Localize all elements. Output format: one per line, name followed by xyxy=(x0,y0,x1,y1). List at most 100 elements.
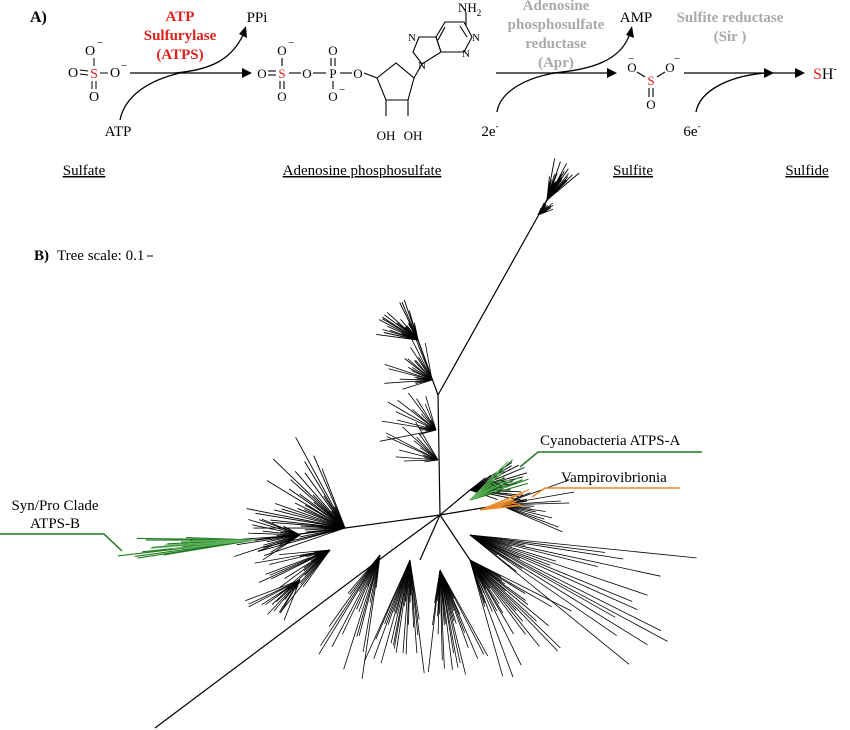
tree-colored-branches xyxy=(117,459,530,559)
atom-o: O xyxy=(277,43,286,58)
compound-label-sulfide: Sulfide xyxy=(785,163,829,179)
tree-branch xyxy=(469,534,648,646)
tree-branch xyxy=(379,429,437,442)
amine-group: NH2 xyxy=(458,0,481,18)
tree-branch xyxy=(252,524,301,536)
tree-branch xyxy=(247,532,301,536)
enzyme-apr-line3: reductase xyxy=(525,36,587,52)
tree-branch xyxy=(439,569,445,669)
tree-branch xyxy=(439,569,489,657)
tree-branch xyxy=(275,503,346,529)
tree-branch xyxy=(469,559,493,612)
atom-o: O xyxy=(85,44,95,59)
tree-branch xyxy=(537,207,542,216)
tree-branch xyxy=(469,559,522,666)
tree-branch xyxy=(469,534,668,642)
tree-branch xyxy=(469,559,514,678)
enzyme-sir-line1: Sulfite reductase xyxy=(677,10,784,26)
tree-branch xyxy=(331,554,381,647)
reaction-arrow-1 xyxy=(119,32,245,121)
tree-branch xyxy=(254,549,331,564)
hydroxyl-group: OH xyxy=(404,128,423,143)
tree-branch xyxy=(469,559,537,622)
tree-branch xyxy=(469,559,561,649)
tree-branch xyxy=(395,559,411,653)
atom-n: N xyxy=(408,32,416,44)
tree-branch xyxy=(358,554,381,613)
atom-o: O xyxy=(353,66,362,81)
sulfite-structure: O − S O − O xyxy=(627,53,680,112)
tree-branch xyxy=(439,569,459,668)
enzyme-atps-line3: (ATPS) xyxy=(156,47,203,63)
tree-branch xyxy=(424,403,437,431)
tree-branch xyxy=(385,432,439,461)
atom-o: O xyxy=(328,43,337,58)
compound-label-aps: Adenosine phosphosulfate xyxy=(283,163,442,179)
atom-o: O xyxy=(277,89,286,104)
tree-branch xyxy=(361,554,381,679)
tree-branch xyxy=(469,534,633,602)
clade-label-vampiro-text: Vampirovibrionia xyxy=(561,470,667,486)
tree-branch xyxy=(245,579,301,602)
cyano-branch xyxy=(469,486,507,501)
tree-branch xyxy=(469,559,572,612)
tree-branch xyxy=(375,559,411,640)
tree-branch xyxy=(439,569,453,670)
panel-b-label: B) xyxy=(34,248,49,264)
tree-branch xyxy=(499,502,570,506)
synpro-branch xyxy=(187,539,256,549)
sulfur-atom: S xyxy=(90,67,98,82)
tree-branch xyxy=(469,534,598,567)
tree-branch xyxy=(262,534,301,561)
tree-branch xyxy=(546,176,550,201)
tree-branch xyxy=(404,358,433,381)
cyano-branch xyxy=(469,482,528,501)
tree-branch xyxy=(393,559,411,649)
tree-branch xyxy=(469,534,661,577)
atom-o: O xyxy=(665,60,674,75)
arrowhead xyxy=(239,26,247,38)
tree-branches xyxy=(230,158,697,679)
tree-branch xyxy=(283,579,301,621)
reaction-arrow-2 xyxy=(496,32,631,113)
atom-o: O xyxy=(68,66,78,81)
sulfur-atom: S xyxy=(278,66,285,81)
byproduct-amp: AMP xyxy=(620,10,653,26)
tree-branch xyxy=(328,554,381,627)
tree-branch xyxy=(409,559,418,654)
tree-branch xyxy=(246,508,346,529)
tree-branch xyxy=(387,401,437,431)
atom-minus: − xyxy=(121,60,127,72)
clade-label-synpro-line2: ATPS-B xyxy=(30,516,80,532)
tree-branch xyxy=(416,398,437,431)
tree-branch xyxy=(375,554,381,588)
tree-branch xyxy=(415,422,439,461)
tree-branch xyxy=(469,534,606,553)
arrowhead xyxy=(607,68,617,78)
tree-branch xyxy=(409,559,425,674)
tree-branch xyxy=(384,379,433,384)
tree-branch xyxy=(384,314,419,341)
tree-branch xyxy=(390,559,411,644)
atom-o: O xyxy=(110,66,120,81)
tree-branch xyxy=(402,559,411,654)
tree-branch xyxy=(469,534,638,611)
atom-o: O xyxy=(89,90,99,105)
arrowhead xyxy=(626,26,634,38)
tree-branch xyxy=(288,488,346,529)
atom-minus: − xyxy=(628,53,634,65)
clade-label-cyano-text: Cyanobacteria ATPS-A xyxy=(540,433,681,449)
tree-branch xyxy=(397,419,437,431)
atom-o: O xyxy=(646,97,655,112)
clade-label-cyanobacteria: Cyanobacteria ATPS-A xyxy=(519,433,702,468)
arrowhead xyxy=(795,68,805,78)
tree-branch xyxy=(262,530,301,536)
tree-branch xyxy=(411,370,433,381)
byproduct-ppi: PPi xyxy=(247,10,268,26)
tree-branch xyxy=(499,504,563,533)
tree-trunks xyxy=(154,199,548,729)
sulfate-structure: O − O S O − O xyxy=(68,37,127,105)
tree-branch xyxy=(439,569,485,655)
tree-branch xyxy=(427,569,441,673)
